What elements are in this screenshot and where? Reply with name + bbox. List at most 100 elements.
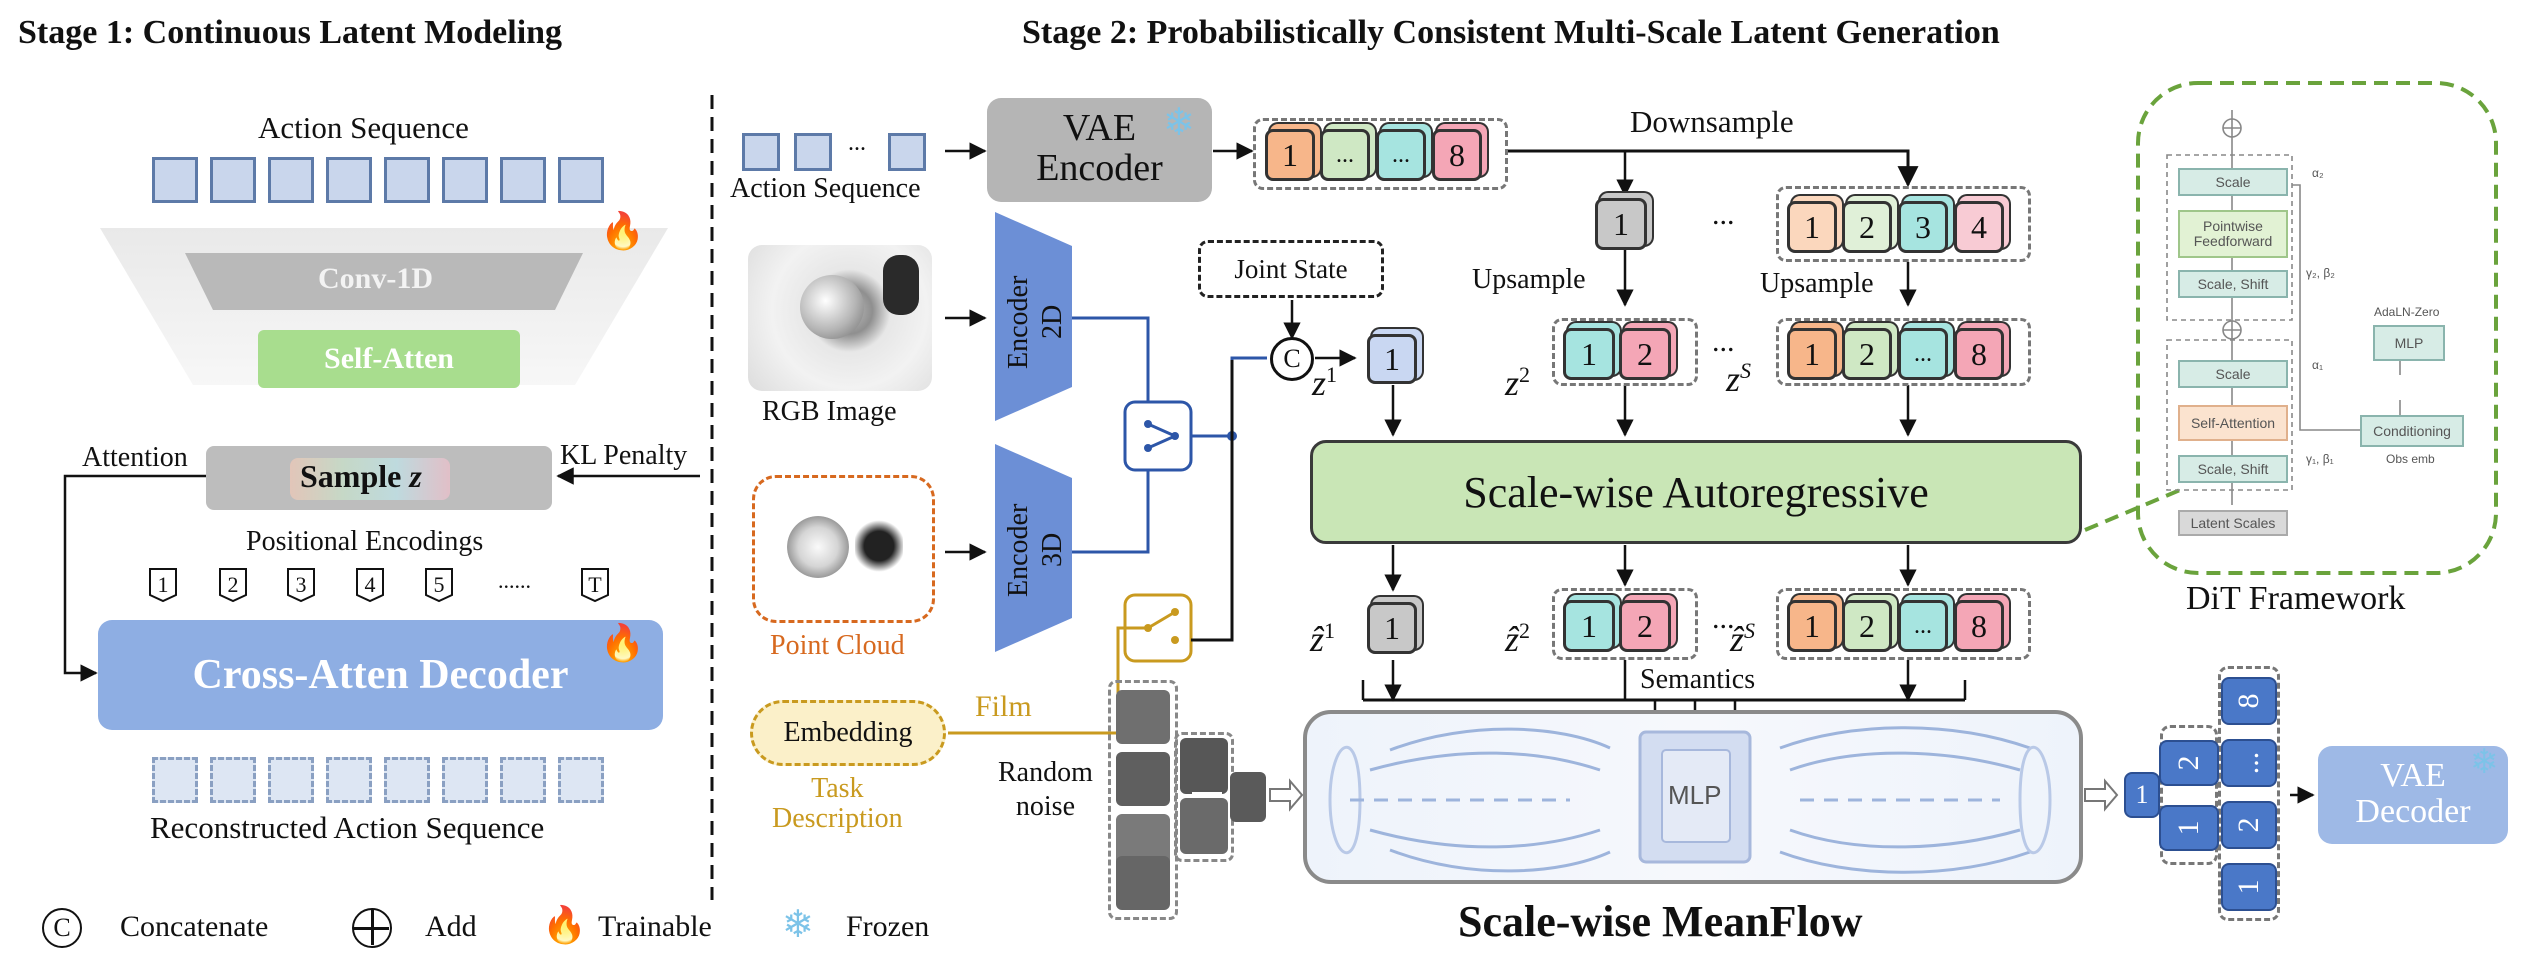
dit-caption: DiT Framework [2186, 580, 2406, 617]
flow-lines [1328, 726, 2052, 874]
dit-scale-top: Scale [2178, 168, 2288, 196]
recon-label: Reconstructed Action Sequence [150, 810, 545, 845]
zh1-label: ẑ1 [1310, 618, 1336, 659]
zh2-token: 2 [1619, 600, 1671, 652]
action-token [268, 157, 314, 203]
s2-action-token [888, 133, 926, 171]
legend-fire-icon: 🔥 [542, 905, 587, 945]
legend-add-icon [352, 908, 392, 948]
switch-lever-2 [1147, 434, 1176, 450]
switch-dot-a [1144, 420, 1152, 428]
recon-token [500, 757, 546, 803]
stage2-title: Stage 2: Probabilistically Consistent Mu… [1022, 14, 2000, 51]
scalek-token: 3 [1898, 201, 1948, 253]
dit-gb2: γ₂, β₂ [2306, 266, 2335, 280]
switch-dot-b [1144, 444, 1152, 452]
legend-add-label: Add [425, 910, 477, 943]
scale-wise-autoregressive: Scale-wise Autoregressive [1310, 440, 2082, 544]
zS-token: ... [1898, 328, 1948, 380]
vae-decoder: VAE Decoder [2318, 746, 2508, 844]
switch-box [1123, 400, 1193, 472]
legend-trainable-label: Trainable [598, 910, 712, 943]
action-token [558, 157, 604, 203]
scalek-token: 1 [1787, 201, 1837, 253]
out-token-b2: 1 [2159, 805, 2219, 851]
scale1-token: 1 [1595, 198, 1647, 250]
z2-group [1552, 318, 1698, 386]
dit-mlp: MLP [2373, 325, 2445, 361]
meanflow-mlp-label: MLP [1668, 780, 1722, 810]
enc2d-trap [995, 212, 1072, 421]
recon-token [210, 757, 256, 803]
fire-icon: 🔥 [600, 211, 645, 251]
film-dot-b [1171, 608, 1179, 616]
sample-mix [290, 458, 450, 500]
vae-decoder-line1: VAE [2380, 757, 2446, 794]
enc3d-wire [1072, 470, 1150, 554]
conv-trapezoid [185, 253, 583, 310]
film-dot-a [1144, 624, 1152, 632]
pos-token: T [580, 567, 610, 603]
dit-scale-mid: Scale [2178, 360, 2288, 388]
conv1d-label: Conv-1D [318, 262, 434, 295]
dit-adaln-label: AdaLN-Zero [2374, 305, 2440, 319]
z2-token: 2 [1619, 328, 1671, 380]
out-token-c3: 2 [2221, 801, 2277, 849]
dit-alpha2: α₂ [2312, 166, 2324, 180]
zS-token: 2 [1842, 328, 1892, 380]
flow-out-arrow [2084, 778, 2119, 812]
action-token [384, 157, 430, 203]
enc3d-trap [995, 444, 1072, 652]
recon-token [442, 757, 488, 803]
zh2-label: ẑ2 [1505, 618, 1531, 659]
attention-label: Attention [82, 442, 188, 473]
dit-scale-shift-bot: Scale, Shift [2178, 455, 2288, 483]
pos-token: 5 [424, 567, 454, 603]
sample-text: Sample [300, 458, 402, 494]
sample-label: Sample z [300, 458, 422, 495]
zh2-group [1552, 588, 1698, 660]
film-to-concat [1191, 360, 1234, 642]
z1-label: z1 [1312, 362, 1338, 403]
s2-action-token [794, 133, 832, 171]
zS-token: 1 [1787, 328, 1837, 380]
recon-token [384, 757, 430, 803]
out-token-a: 1 [2124, 772, 2160, 818]
sample-var: z [409, 458, 422, 494]
recon-token [326, 757, 372, 803]
s2-action-ellipsis: ... [848, 130, 866, 156]
scalek-token: 4 [1954, 201, 2004, 253]
dit-alpha1: α₁ [2312, 358, 2323, 372]
out-token-b1: 2 [2159, 740, 2219, 786]
decoder-label: Cross-Atten Decoder [192, 652, 569, 698]
pos-token: 3 [286, 567, 316, 603]
switch-to-concat [1191, 356, 1267, 438]
fire-icon: 🔥 [600, 623, 645, 663]
upsample-label-1: Upsample [1472, 264, 1586, 295]
upsample-label-2: Upsample [1760, 268, 1874, 299]
zS-group [1776, 318, 2031, 386]
downsample-label: Downsample [1630, 104, 1794, 139]
point-cloud [752, 475, 935, 623]
pos-token: 1 [148, 567, 178, 603]
switch-lever [1147, 422, 1176, 438]
enc-token: 1 [1265, 129, 1315, 181]
self-atten-block: Self-Atten [258, 330, 520, 388]
cross-atten-decoder: Cross-Atten Decoder [98, 620, 663, 730]
legend-concat-label: Concatenate [120, 910, 269, 943]
kl-penalty-label: KL Penalty [560, 440, 688, 471]
action-token [152, 157, 198, 203]
dit-self-attention: Self-Attention [2178, 405, 2288, 441]
snowflake-icon: ❄ [1163, 102, 1195, 144]
dit-latent-scales: Latent Scales [2178, 510, 2288, 536]
zh2-token: 1 [1563, 600, 1615, 652]
legend-snowflake-icon: ❄ [782, 904, 814, 946]
action-token [210, 157, 256, 203]
dit-obs-emb: Obs emb [2386, 452, 2435, 466]
vae-encoder-line1: VAE [1062, 107, 1137, 149]
zh-dots: ... [1712, 602, 1735, 635]
enc-token: 8 [1432, 129, 1482, 181]
